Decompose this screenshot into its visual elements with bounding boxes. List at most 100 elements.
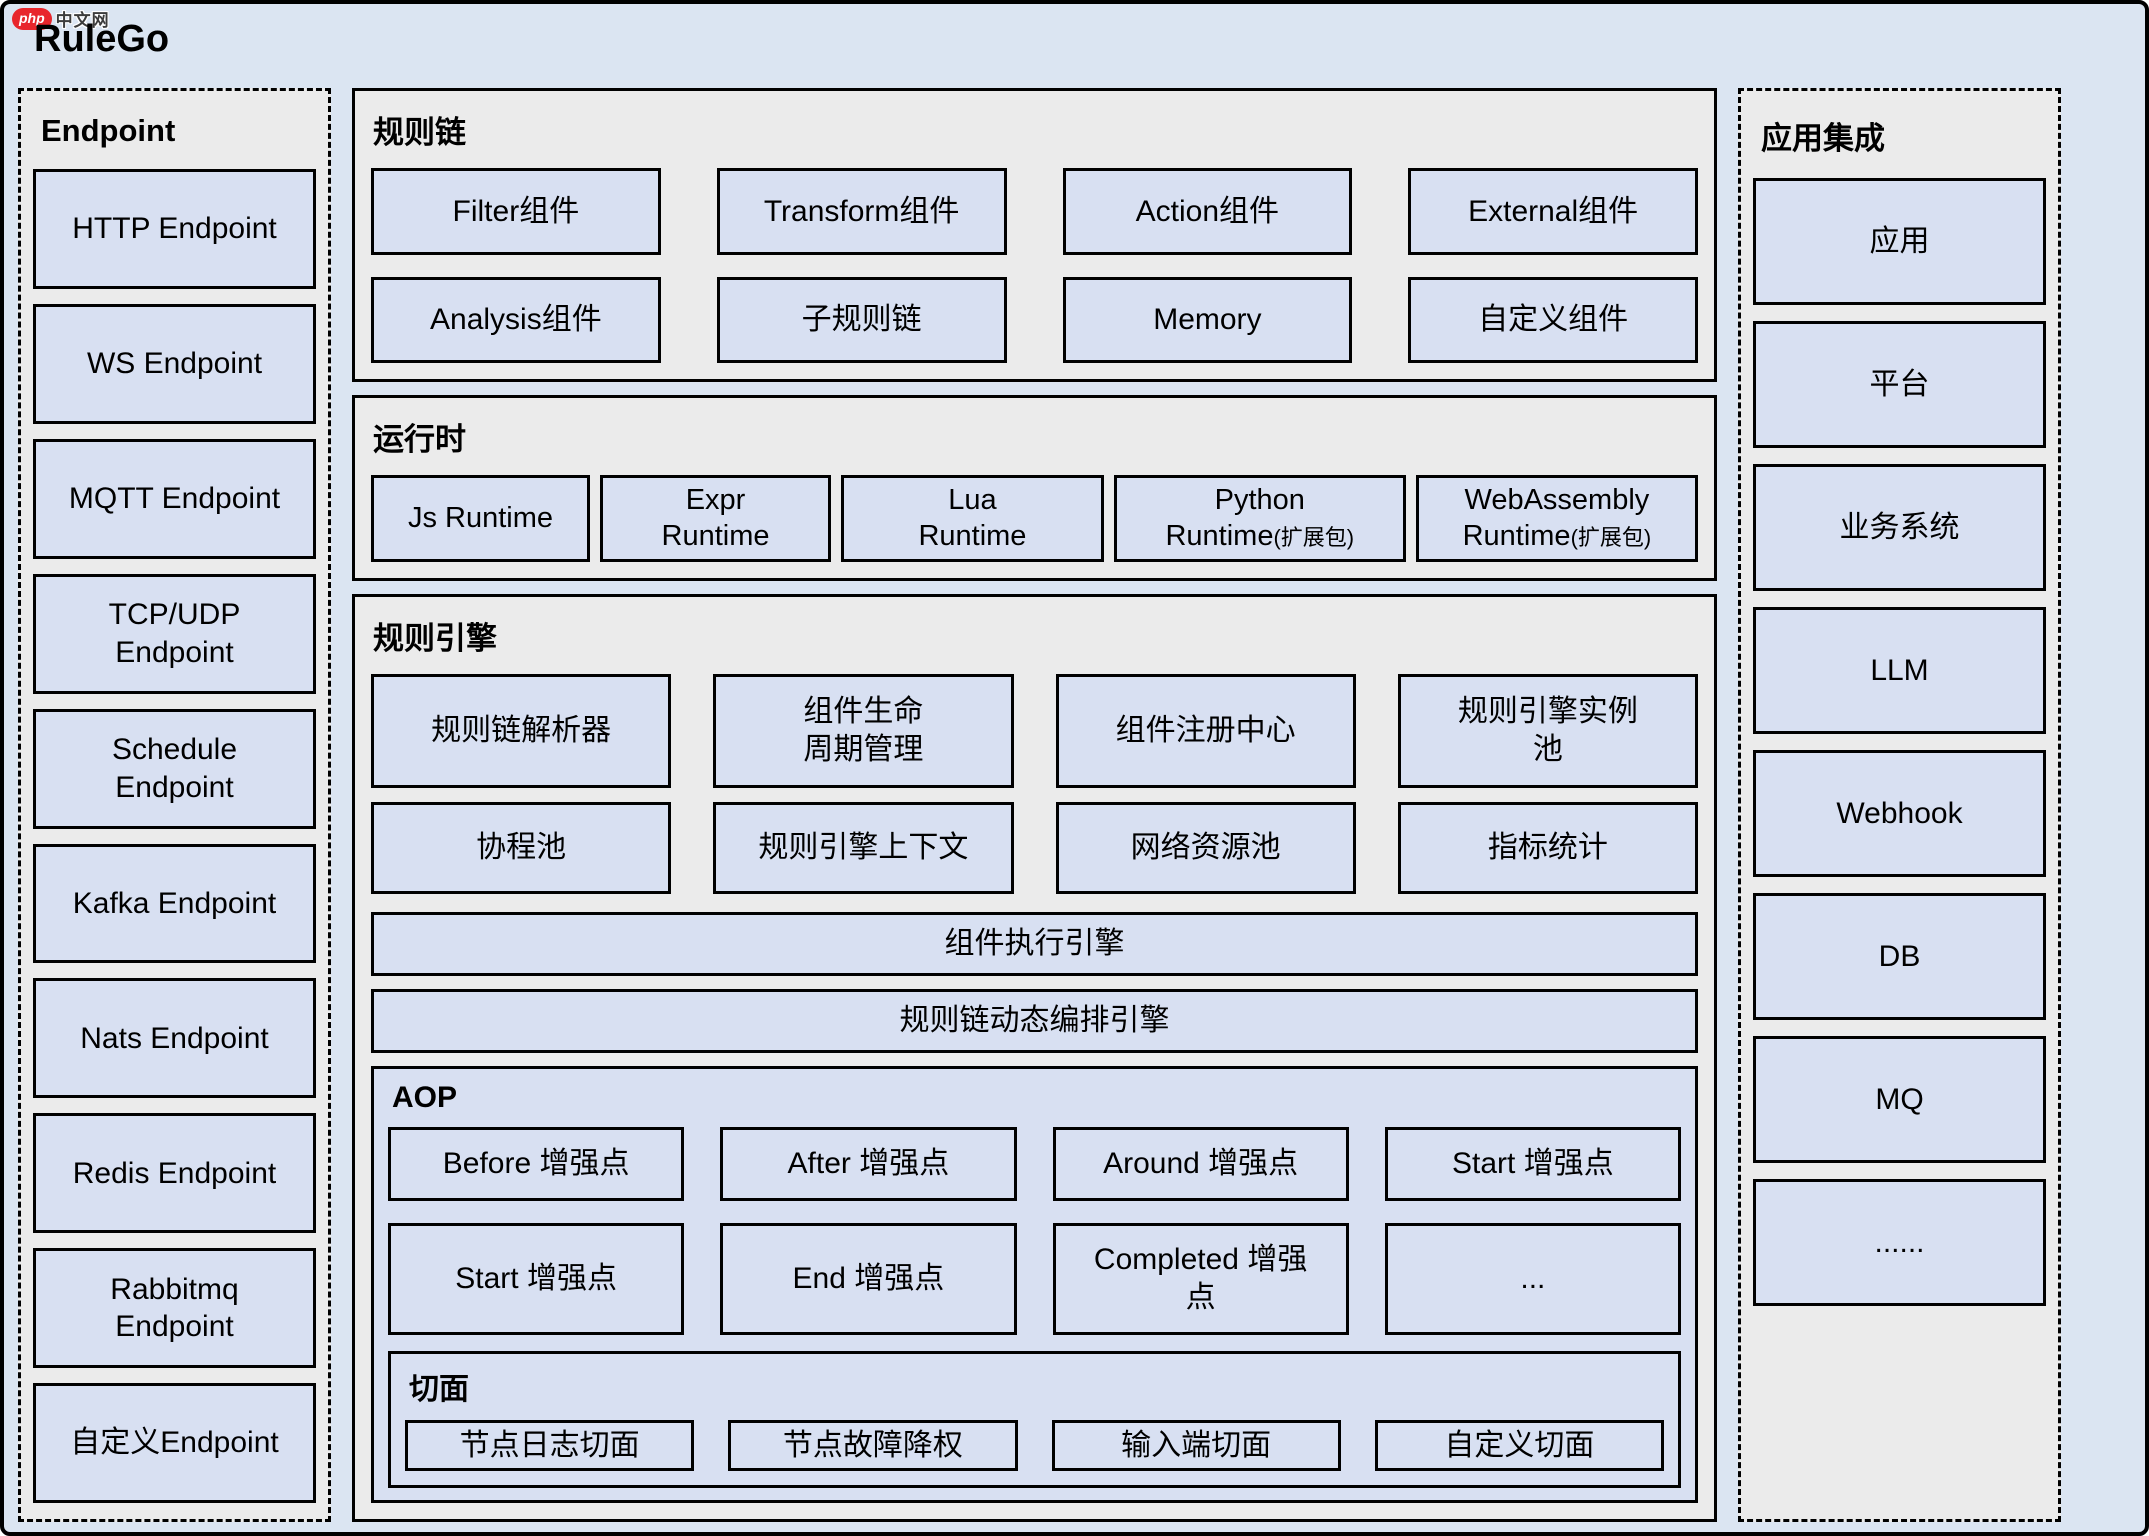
runtime-box-label: Python Runtime(扩展包) [1165,484,1355,553]
endpoint-box: Nats Endpoint [33,978,316,1099]
rulechain-box: Action组件 [1062,168,1353,255]
endpoint-box: 自定义Endpoint [33,1383,316,1504]
rulechain-box-grid: Filter组件 Transform组件 Action组件 External组件… [371,168,1698,363]
rulechain-box: Analysis组件 [371,276,661,363]
site-watermark: php 中文网 [12,6,110,31]
runtime-box-label: WebAssembly Runtime(扩展包) [1462,484,1652,553]
engine-box-label: 组件生命 周期管理 [803,695,924,766]
integration-box-label: LLM [1870,653,1929,687]
rulechain-box-label: Analysis组件 [430,303,602,336]
integration-box: MQ [1753,1036,2046,1163]
rulechain-box-label: 自定义组件 [1478,303,1629,336]
runtime-box-label: Js Runtime [407,502,553,535]
integration-panel: 应用集成 应用 平台 业务系统 LLM Webhook DB MQ [1738,88,2061,1522]
aop-box-grid: Before 增强点 After 增强点 Around 增强点 Start 增强… [388,1126,1681,1335]
integration-panel-header: 应用集成 [1761,121,1885,156]
runtime-box-label: Lua Runtime [918,484,1027,553]
integration-box: ...... [1753,1179,2046,1306]
engine-box: 网络资源池 [1055,801,1356,894]
engine-box-label: 规则引擎实例 池 [1457,695,1638,766]
rulechain-box: Memory [1062,276,1353,363]
engine-box-label: 规则链解析器 [431,713,612,747]
engine-box: 协程池 [371,801,672,894]
aspect-box-label: 自定义切面 [1444,1428,1595,1462]
aspect-box: 节点故障降权 [728,1419,1018,1471]
endpoint-box-label: TCP/UDP Endpoint [108,598,241,669]
rule-engine-header: 规则引擎 [373,620,497,656]
endpoint-box-label: Rabbitmq Endpoint [110,1272,239,1344]
aspect-header: 切面 [409,1372,469,1406]
rule-engine-section: 规则引擎 规则链解析器 组件生命 周期管理 组件注册中心 规则引擎实例 池 [352,593,1717,1522]
endpoint-box: WS Endpoint [33,303,316,424]
aop-box: Around 增强点 [1052,1126,1349,1201]
endpoint-box-label: Kafka Endpoint [72,886,277,920]
endpoint-box: Schedule Endpoint [33,708,316,829]
aspect-box-grid: 节点日志切面 节点故障降权 输入端切面 自定义切面 [405,1419,1664,1471]
endpoint-box: Rabbitmq Endpoint [33,1248,316,1369]
endpoint-box-label: WS Endpoint [86,347,263,381]
rulechain-box-label: 子规则链 [801,303,922,336]
rulechain-box-label: Memory [1153,303,1262,336]
engine-box: 规则引擎实例 池 [1397,673,1698,788]
integration-box-label: DB [1878,939,1921,973]
aop-box-label: End 增强点 [792,1261,945,1295]
rulechain-box-label: Transform组件 [763,194,960,228]
diagram-body: Endpoint HTTP Endpoint WS Endpoint MQTT … [18,88,2061,1522]
engine-box: 组件生命 周期管理 [713,673,1014,788]
engine-box: 指标统计 [1397,801,1698,894]
integration-box: 平台 [1753,321,2046,448]
aspect-panel: 切面 节点日志切面 节点故障降权 输入端切面 自定义切面 [388,1350,1681,1488]
aop-box-label: ... [1520,1261,1546,1295]
endpoint-box-label: MQTT Endpoint [68,482,281,516]
engine-box: 规则链解析器 [371,673,672,788]
runtime-box-grid: Js Runtime Expr Runtime Lua Runtime Pyth… [371,475,1698,562]
endpoint-box-label: Schedule Endpoint [111,733,238,804]
aspect-box: 节点日志切面 [405,1419,695,1471]
integration-box: 应用 [1753,178,2046,305]
runtime-box-note: (扩展包) [1570,525,1652,551]
aop-box-label: After 增强点 [787,1146,950,1180]
endpoint-box-label: HTTP Endpoint [72,212,277,246]
engine-row1-grid: 规则链解析器 组件生命 周期管理 组件注册中心 规则引擎实例 池 [371,673,1698,788]
integration-box-label: 平台 [1869,367,1930,401]
engine-box-label: 指标统计 [1487,830,1608,864]
page-title: RuleGo [34,18,170,60]
endpoint-box: HTTP Endpoint [33,169,316,289]
runtime-box-note: (扩展包) [1273,525,1355,551]
integration-box: LLM [1753,607,2046,734]
aspect-box-label: 节点故障降权 [782,1428,963,1462]
endpoint-box-label: 自定义Endpoint [70,1426,279,1460]
runtime-header: 运行时 [373,422,466,457]
endpoint-box-label: Nats Endpoint [80,1021,269,1055]
aop-header: AOP [392,1080,458,1114]
aop-box-label: Around 增强点 [1103,1146,1299,1180]
rulechain-box-label: External组件 [1468,194,1639,228]
runtime-box: Python Runtime(扩展包) [1113,475,1406,562]
runtime-box: WebAssembly Runtime(扩展包) [1415,475,1698,562]
aop-box: ... [1384,1222,1681,1335]
aop-box-label: Start 增强点 [455,1261,617,1295]
rulechain-box-label: Action组件 [1135,194,1280,228]
endpoint-panel-header: Endpoint [41,113,176,148]
engine-box: 组件注册中心 [1055,673,1356,788]
endpoint-panel: Endpoint HTTP Endpoint WS Endpoint MQTT … [18,88,331,1522]
runtime-box: Js Runtime [371,475,590,562]
rulechain-box: Transform组件 [716,168,1007,255]
runtime-box: Lua Runtime [841,475,1104,562]
endpoint-box-label: Redis Endpoint [72,1156,277,1190]
component-execution-engine-bar: 组件执行引擎 [371,911,1698,976]
integration-box: DB [1753,893,2046,1020]
engine-box-label: 组件注册中心 [1115,713,1296,747]
aop-box: Start 增强点 [388,1222,685,1335]
php-logo: php [12,7,52,30]
rulechain-box-label: Filter组件 [452,194,580,228]
rulechain-section: 规则链 Filter组件 Transform组件 Action组件 Extern… [352,88,1717,382]
integration-box-label: 应用 [1869,224,1930,258]
endpoint-box: Kafka Endpoint [33,843,316,964]
runtime-box: Expr Runtime [599,475,832,562]
aop-box-label: Start 增强点 [1452,1146,1614,1180]
integration-box: Webhook [1753,750,2046,877]
rulechain-header: 规则链 [373,115,466,150]
aop-panel: AOP Before 增强点 After 增强点 Around 增强点 Star… [371,1065,1698,1503]
